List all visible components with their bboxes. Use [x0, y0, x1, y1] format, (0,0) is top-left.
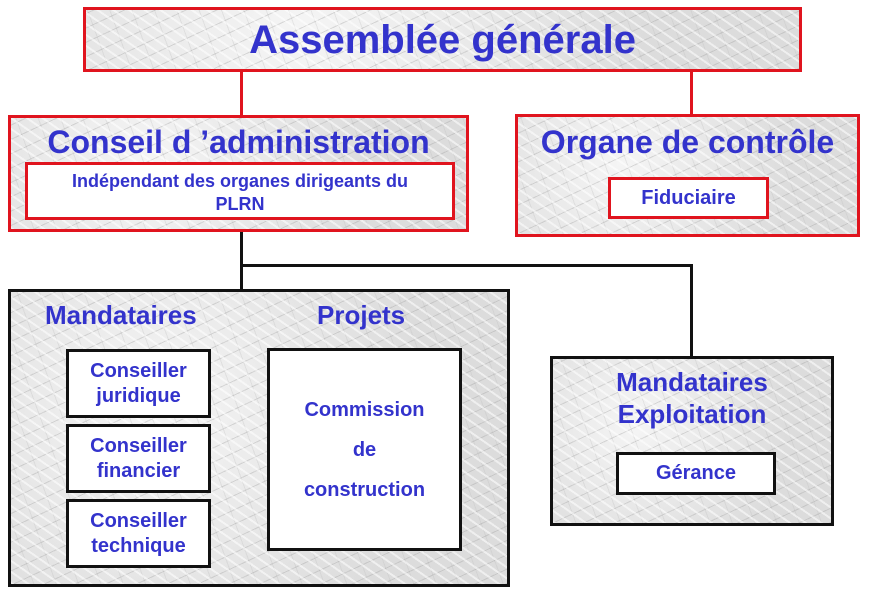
exploitation-item: Gérance — [655, 462, 737, 484]
assembly-box: Assemblée générale — [83, 7, 802, 72]
assembly-title: Assemblée générale — [249, 18, 636, 62]
mandataires-heading: Mandataires — [45, 300, 197, 330]
exploitation-box: Mandataires Exploitation Gérance — [550, 356, 834, 526]
board-note-line2: PLRN — [215, 194, 265, 214]
connector-assembly-board — [240, 72, 243, 116]
advisor-box-technical: Conseiller technique — [66, 499, 211, 568]
exploitation-item-box: Gérance — [616, 452, 776, 495]
connector-board-down — [240, 231, 243, 291]
projets-line2: de — [352, 438, 377, 461]
advisor-technical-line1: Conseiller — [90, 509, 187, 532]
advisor-legal-line1: Conseiller — [90, 359, 187, 382]
advisor-box-financial: Conseiller financier — [66, 424, 211, 493]
exploitation-title-line1: Mandataires — [616, 367, 768, 397]
control-title: Organe de contrôle — [540, 124, 835, 160]
mandataires-projets-box: Mandataires Projets Conseiller juridique… — [8, 289, 510, 587]
projets-commission-box: Commission de construction — [267, 348, 462, 551]
connector-exploitation — [690, 264, 693, 357]
exploitation-title-line2: Exploitation — [617, 399, 767, 429]
connector-assembly-control — [690, 72, 693, 116]
control-item-box: Fiduciaire — [608, 177, 769, 219]
control-box: Organe de contrôle Fiduciaire — [515, 114, 860, 237]
connector-horizontal — [240, 264, 693, 267]
control-item: Fiduciaire — [641, 186, 736, 209]
advisor-financial-line2: financier — [96, 459, 181, 482]
projets-heading: Projets — [317, 300, 406, 330]
projets-line3: construction — [303, 478, 426, 501]
projets-line1: Commission — [304, 398, 425, 421]
advisor-box-legal: Conseiller juridique — [66, 349, 211, 418]
advisor-financial-line1: Conseiller — [90, 434, 187, 457]
advisor-technical-line2: technique — [91, 534, 186, 557]
advisor-legal-line2: juridique — [96, 384, 181, 407]
board-title: Conseil d ’administration — [47, 124, 430, 160]
board-box: Conseil d ’administration Indépendant de… — [8, 115, 469, 232]
board-note-line1: Indépendant des organes dirigeants du — [71, 171, 409, 191]
board-note-box: Indépendant des organes dirigeants du PL… — [25, 162, 455, 220]
